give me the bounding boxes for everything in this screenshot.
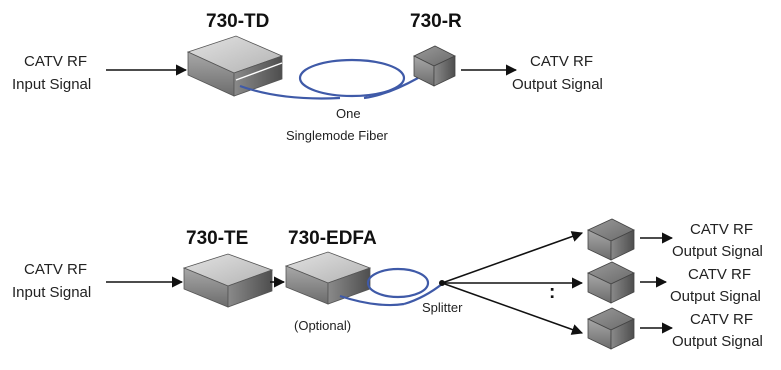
top-fiber-segment-right <box>363 77 419 100</box>
bottom-transmitter-unit <box>182 253 274 308</box>
top-input-label-line1: CATV RF <box>24 53 87 70</box>
bottom-amplifier-title: 730-EDFA <box>288 228 377 249</box>
top-input-label-line2: Input Signal <box>12 76 91 93</box>
bottom-output-1-line2: Output Signal <box>672 243 763 260</box>
top-diagram: CATV RF Input Signal 730-TD One Singlemo… <box>12 11 603 143</box>
bottom-receiver-unit-3 <box>587 307 635 350</box>
bottom-amplifier-note: (Optional) <box>294 318 351 333</box>
bottom-receiver-unit-2 <box>587 261 635 304</box>
top-receiver-unit <box>413 45 456 87</box>
top-fiber-label-line1: One <box>336 106 361 121</box>
top-fiber-segment-left <box>239 84 341 100</box>
bottom-output-1-line1: CATV RF <box>690 221 753 238</box>
bottom-fiber-segment-right <box>403 283 443 306</box>
bottom-input-label-line1: CATV RF <box>24 261 87 278</box>
bottom-amplifier-unit <box>284 251 372 305</box>
split-ellipsis: : <box>549 282 555 303</box>
top-output-label-line2: Output Signal <box>512 76 603 93</box>
bottom-fiber-segment-left <box>339 294 405 307</box>
split-arrow-3 <box>441 282 584 335</box>
split-arrow-1 <box>441 231 584 284</box>
bottom-output-3-line1: CATV RF <box>690 311 753 328</box>
bottom-output-2-line2: Output Signal <box>670 288 761 305</box>
bottom-diagram: CATV RF Input Signal 730-TE 730-EDFA (Op… <box>12 218 763 350</box>
bottom-fiber-coil <box>366 267 430 299</box>
splitter-label: Splitter <box>422 300 463 315</box>
bottom-output-2-line1: CATV RF <box>688 266 751 283</box>
bottom-output-3-line2: Output Signal <box>672 333 763 350</box>
bottom-receiver-unit-1 <box>587 218 635 261</box>
top-output-label-line1: CATV RF <box>530 53 593 70</box>
top-fiber-label-line2: Singlemode Fiber <box>286 128 389 143</box>
top-fiber-coil <box>298 58 406 98</box>
top-transmitter-unit <box>186 35 284 97</box>
top-transmitter-title: 730-TD <box>206 11 269 32</box>
bottom-transmitter-title: 730-TE <box>186 228 248 249</box>
top-receiver-title: 730-R <box>410 11 462 32</box>
bottom-input-label-line2: Input Signal <box>12 284 91 301</box>
